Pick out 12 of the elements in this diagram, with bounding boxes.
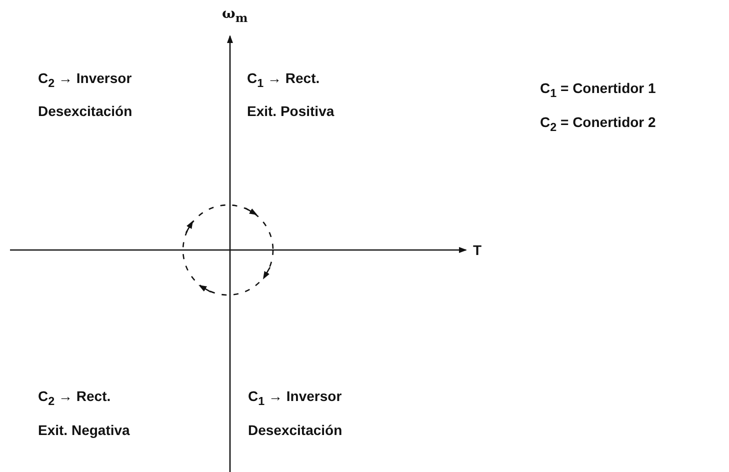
- quadrant-label: C$_{2}$ → Inversor: [38, 70, 132, 92]
- quadrant-label: Desexcitación: [38, 103, 132, 119]
- axis-label: T: [473, 242, 482, 258]
- quadrant-label: Exit. Positiva: [247, 103, 334, 119]
- definition-text: C$_{1}$ = Conertidor 1: [540, 80, 656, 102]
- quadrant-label: Desexcitación: [248, 422, 342, 438]
- axis-label: ω$_{m}$: [222, 6, 248, 26]
- quadrant-label: Exit. Negativa: [38, 422, 130, 438]
- quadrant-label: C$_{2}$ → Rect.: [38, 388, 111, 410]
- definition-text: C$_{2}$ = Conertidor 2: [540, 114, 656, 136]
- quadrant-label: C$_{1}$ → Inversor: [248, 388, 342, 410]
- quadrant-label: C$_{1}$ → Rect.: [247, 70, 320, 92]
